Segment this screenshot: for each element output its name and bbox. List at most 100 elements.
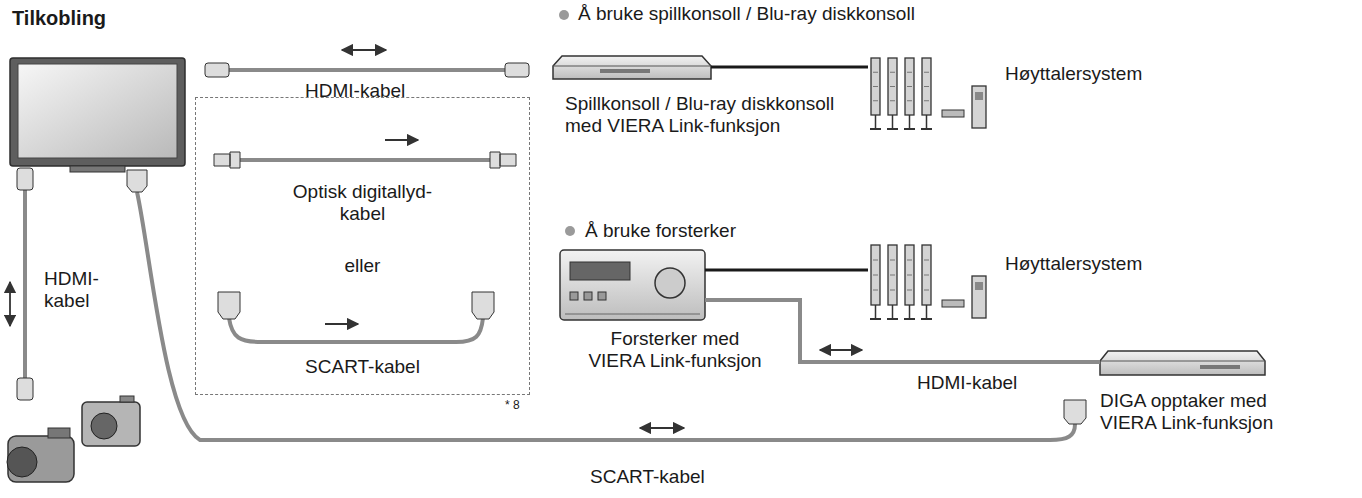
button bbox=[598, 292, 606, 300]
speaker-stand bbox=[926, 305, 928, 318]
camcorder-handle bbox=[48, 428, 70, 438]
speaker-tower bbox=[922, 58, 931, 115]
node-label: eller bbox=[345, 255, 381, 277]
scart-cable bbox=[127, 170, 1086, 440]
amplifier-body bbox=[560, 250, 705, 320]
disc-slot bbox=[600, 69, 650, 73]
hdmi-cable bbox=[10, 168, 33, 400]
speaker-driver bbox=[890, 72, 895, 73]
camera-button bbox=[120, 396, 134, 402]
speaker-systems bbox=[870, 58, 986, 319]
hdmi-plug bbox=[17, 168, 33, 190]
speaker-driver bbox=[890, 100, 895, 101]
subwoofer-driver bbox=[975, 92, 983, 100]
speaker-stand bbox=[875, 305, 877, 318]
speaker-foot bbox=[887, 318, 898, 320]
direction-arrow bbox=[385, 139, 418, 141]
speaker-driver bbox=[907, 290, 912, 291]
scart-plug bbox=[127, 170, 147, 192]
speaker-driver bbox=[924, 72, 929, 73]
speaker-wire bbox=[711, 66, 868, 69]
amplifier-base bbox=[565, 314, 700, 315]
speaker-tower bbox=[922, 245, 931, 305]
speaker-driver bbox=[924, 86, 929, 87]
bullet bbox=[565, 226, 575, 236]
speaker-system bbox=[870, 245, 986, 319]
speaker-driver bbox=[873, 290, 878, 291]
node-label: Spillkonsoll / Blu-ray diskkonsoll med V… bbox=[565, 93, 855, 137]
recorder bbox=[1100, 351, 1265, 375]
subwoofer bbox=[972, 86, 986, 128]
hdmi-plug bbox=[205, 63, 229, 77]
camcorder bbox=[8, 436, 74, 482]
direction-arrow bbox=[820, 349, 862, 351]
hdmi-cable bbox=[205, 50, 529, 77]
speaker-driver bbox=[907, 275, 912, 276]
hdmi-plug bbox=[17, 378, 33, 400]
center-speaker bbox=[942, 110, 964, 117]
node-label: Optisk digitallyd-kabel bbox=[288, 181, 438, 225]
optical-plug bbox=[490, 152, 516, 168]
camera-lens bbox=[91, 413, 117, 439]
tv-stand bbox=[70, 166, 125, 172]
speaker-driver bbox=[924, 260, 929, 261]
speaker-driver bbox=[873, 100, 878, 101]
speaker-tower bbox=[905, 58, 914, 115]
bullet bbox=[559, 10, 569, 20]
amplifier-node: Forsterker med VIERA Link-funksjon bbox=[560, 250, 705, 320]
direction-arrow bbox=[325, 323, 358, 325]
node-label: Forsterker med VIERA Link-funksjon bbox=[585, 328, 765, 372]
speaker-node: Høyttalersystem bbox=[868, 245, 990, 320]
recorder-slot bbox=[1200, 365, 1240, 369]
speaker-foot bbox=[870, 128, 881, 130]
hdmi-cable bbox=[705, 300, 1100, 362]
speaker-driver bbox=[890, 86, 895, 87]
optical-cable bbox=[214, 140, 516, 168]
console-edge bbox=[553, 66, 711, 67]
speaker-driver bbox=[924, 290, 929, 291]
speaker-driver bbox=[890, 290, 895, 291]
speaker-foot bbox=[904, 128, 915, 130]
speaker-driver bbox=[873, 275, 878, 276]
speaker-tower bbox=[871, 245, 880, 305]
speaker-driver bbox=[873, 86, 878, 87]
direction-arrow bbox=[9, 282, 11, 326]
speaker-foot bbox=[870, 318, 881, 320]
speaker-stand bbox=[926, 115, 928, 128]
cable-label: SCART-kabel bbox=[590, 466, 705, 488]
center-speaker bbox=[942, 300, 964, 307]
speaker-stand bbox=[909, 305, 911, 318]
speaker-foot bbox=[921, 318, 932, 320]
cable bbox=[238, 158, 490, 162]
hdmi-plug bbox=[505, 63, 529, 77]
speaker-wire bbox=[705, 269, 868, 272]
scart-plug bbox=[1064, 400, 1086, 424]
speaker-tower bbox=[888, 58, 897, 115]
node-label: DIGA opptaker med VIERA Link-funksjon bbox=[1100, 390, 1300, 434]
speaker-stand bbox=[875, 115, 877, 128]
button bbox=[570, 292, 578, 300]
speaker-driver bbox=[907, 86, 912, 87]
cameras bbox=[7, 396, 140, 482]
scart-plug bbox=[218, 292, 240, 319]
tv bbox=[10, 58, 185, 172]
camera bbox=[82, 402, 140, 446]
cable-choice-box: Optisk digitallyd-kabelellerSCART-kabel bbox=[195, 97, 530, 395]
node-label: Høyttalersystem bbox=[1005, 253, 1142, 275]
console-body bbox=[553, 56, 711, 79]
speaker-driver bbox=[924, 275, 929, 276]
speaker-driver bbox=[873, 260, 878, 261]
speaker-foot bbox=[887, 128, 898, 130]
speaker-stand bbox=[909, 115, 911, 128]
subwoofer-driver bbox=[975, 282, 983, 290]
recorder-edge bbox=[1100, 361, 1265, 362]
title: Tilkobling bbox=[12, 6, 106, 30]
console bbox=[553, 56, 711, 79]
optical-plug bbox=[214, 152, 240, 168]
speaker-stand bbox=[892, 115, 894, 128]
amplifier bbox=[560, 250, 705, 320]
cable-label: HDMI-kabel bbox=[915, 372, 1019, 394]
speaker-driver bbox=[873, 72, 878, 73]
footnote-ref: * 8 bbox=[505, 398, 520, 412]
amplifier-display bbox=[570, 262, 630, 280]
